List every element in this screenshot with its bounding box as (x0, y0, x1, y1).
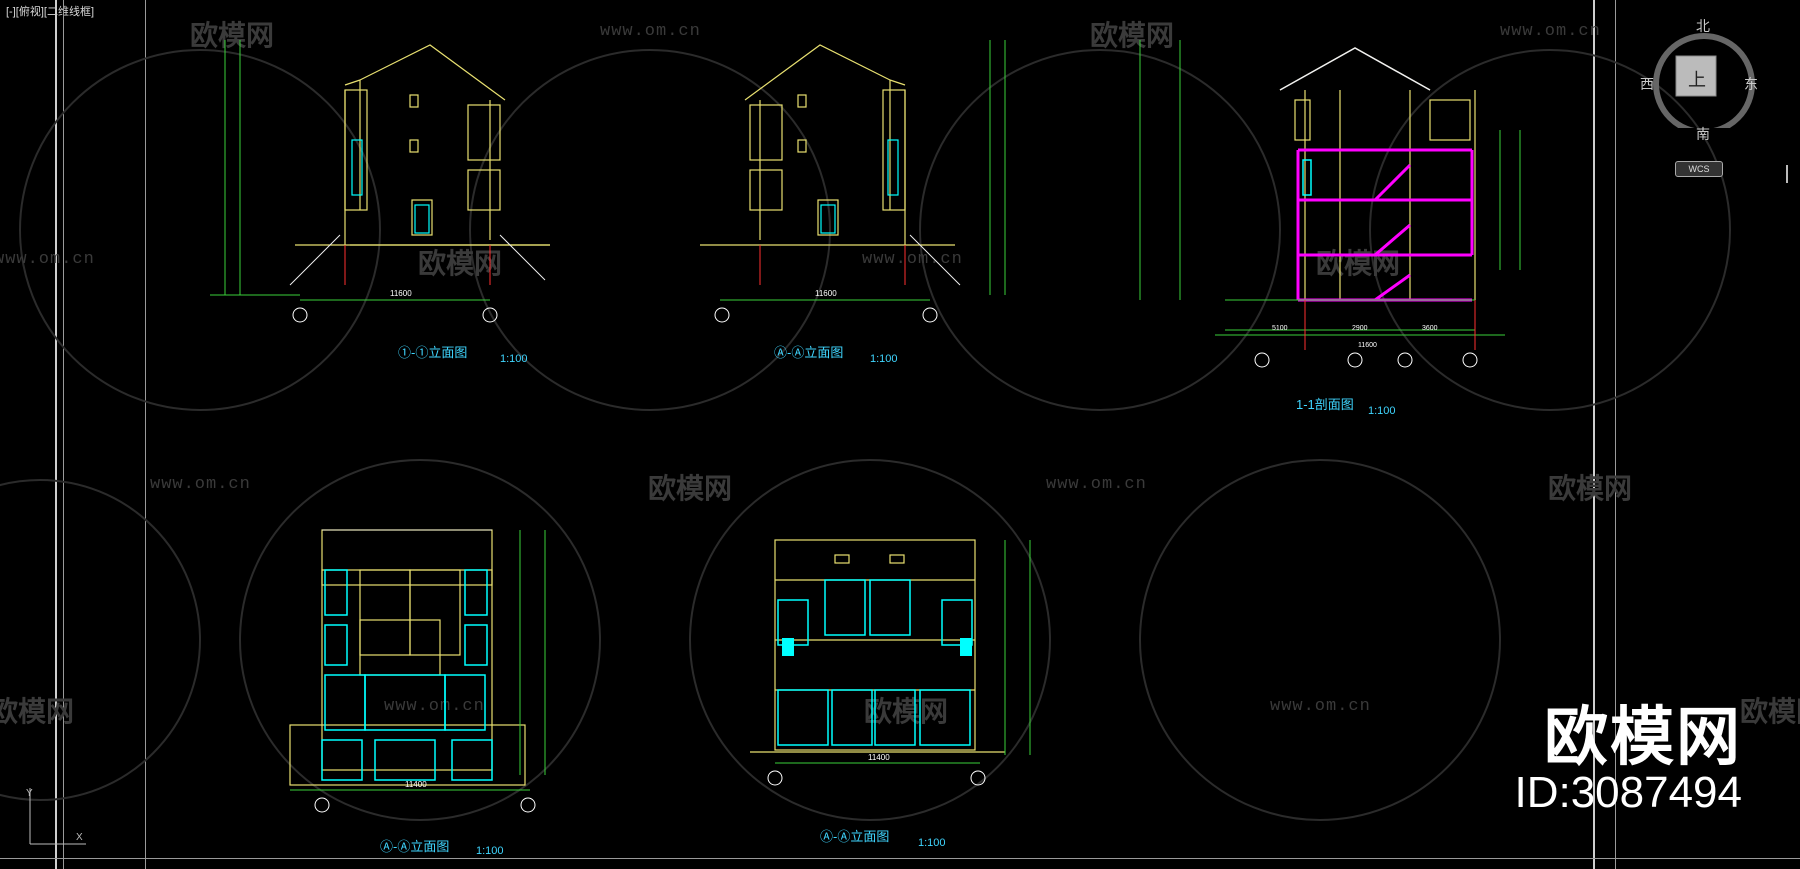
watermark-url: www.om.cn (0, 250, 95, 269)
scroll-tick[interactable] (1786, 165, 1788, 183)
elevation-drawing-4[interactable]: 11400 (720, 520, 1100, 850)
dim-total: 11400 (405, 780, 427, 789)
watermark-url: www.om.cn (600, 22, 701, 41)
elevation-drawing-2[interactable]: 11600 (650, 30, 1030, 370)
ucs-x-label: X (76, 832, 83, 843)
viewport-label[interactable]: [-][俯视][二维线框] (6, 6, 94, 18)
dim-total: 11600 (815, 289, 837, 298)
watermark-name: 欧模网 (0, 696, 75, 727)
dim-total: 11400 (868, 753, 890, 762)
compass-west[interactable]: 西 (1640, 76, 1654, 92)
frame-line-right2 (1615, 0, 1616, 869)
drawing-title-4: Ⓐ-Ⓐ立面图 (380, 839, 450, 854)
drawing-scale-2: 1:100 (870, 353, 898, 365)
compass-south[interactable]: 南 (1696, 126, 1710, 142)
drawing-scale-5: 1:100 (918, 837, 946, 849)
dim-total: 11600 (1358, 342, 1377, 349)
dim-5100: 5100 (1272, 325, 1288, 332)
dim-2900: 2900 (1352, 325, 1368, 332)
drawing-scale-1: 1:100 (500, 353, 528, 365)
watermark-name: 欧模网 (864, 696, 949, 727)
watermark-name: 欧模网 (648, 473, 733, 504)
drawing-title-5: Ⓐ-Ⓐ立面图 (820, 829, 890, 844)
frame-line-bottom (0, 858, 1800, 859)
ucs-y-label: Y (26, 788, 33, 799)
watermark-url: www.om.cn (1270, 697, 1371, 716)
watermark-name: 欧模网 (1740, 696, 1800, 727)
elevation-drawing-3[interactable]: 11400 (260, 515, 640, 845)
brand-logo-text: 欧模网 (1544, 701, 1742, 773)
ucs-axis-icon: Y X (26, 788, 86, 845)
wcs-menu-button[interactable]: WCS (1675, 161, 1723, 177)
dim-total: 11600 (390, 289, 412, 298)
brand-id: ID:3087494 (1514, 768, 1742, 817)
dim-3600: 3600 (1422, 325, 1438, 332)
drawing-scale-4: 1:100 (476, 845, 504, 857)
watermark-url: www.om.cn (1046, 475, 1147, 494)
view-cube-top-face[interactable]: 上 (1688, 70, 1706, 90)
view-cube-compass[interactable]: 北 南 西 东 上 (1640, 16, 1760, 142)
elevation-drawing-1[interactable]: 11600 (200, 30, 580, 370)
compass-north[interactable]: 北 (1696, 18, 1710, 34)
watermark-url: www.om.cn (862, 250, 963, 269)
frame-line-left2 (63, 0, 64, 869)
compass-east[interactable]: 东 (1744, 76, 1758, 92)
section-drawing[interactable]: 5100 2900 3600 11600 (1120, 30, 1540, 390)
drawing-title-3: 1-1剖面图 (1296, 397, 1354, 412)
frame-line-right (1593, 0, 1595, 869)
drawing-title-1: ①-①立面图 (398, 345, 468, 360)
watermark-url: www.om.cn (384, 697, 485, 716)
watermark-name: 欧模网 (418, 248, 503, 279)
drawing-title-2: Ⓐ-Ⓐ立面图 (774, 345, 844, 360)
watermark-name: 欧模网 (190, 20, 275, 51)
frame-line-left3 (145, 0, 146, 869)
watermark-name: 欧模网 (1548, 473, 1633, 504)
frame-line-left (55, 0, 57, 869)
watermark-url: www.om.cn (150, 475, 251, 494)
watermark-name: 欧模网 (1090, 20, 1175, 51)
watermark-url: www.om.cn (1500, 22, 1601, 41)
watermark-name: 欧模网 (1316, 248, 1401, 279)
drawing-scale-3: 1:100 (1368, 405, 1396, 417)
